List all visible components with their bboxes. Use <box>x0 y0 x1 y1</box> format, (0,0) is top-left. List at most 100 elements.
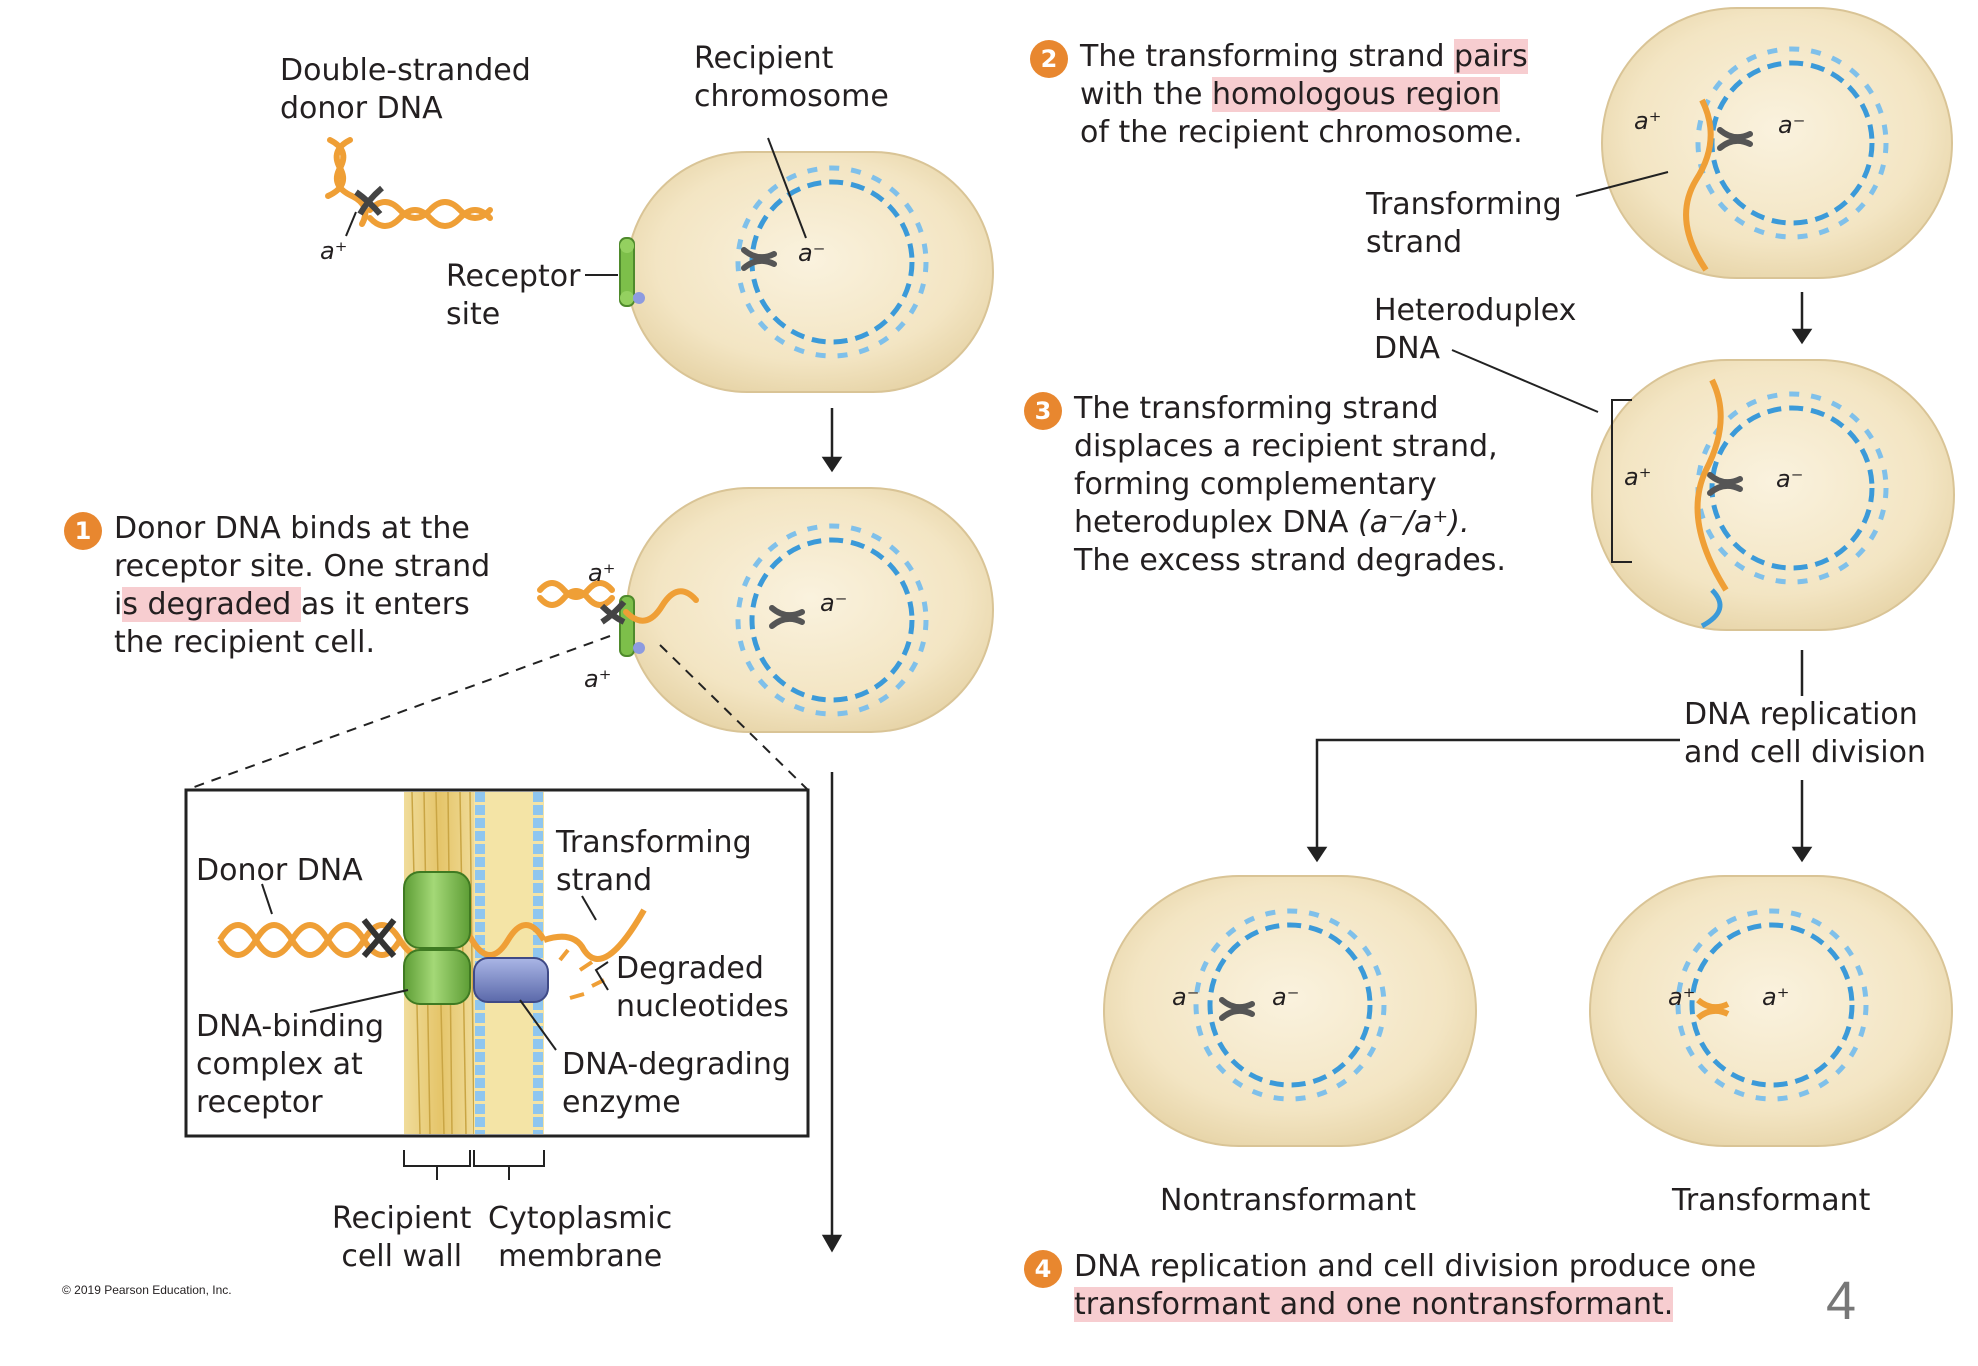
step-line: The excess strand degrades. <box>1074 543 1506 578</box>
label-line: site <box>446 297 501 332</box>
allele-a-minus-binding: a⁻ <box>820 589 848 617</box>
chromosome-transformant <box>1675 908 1869 1102</box>
inset-brackets <box>403 1150 545 1180</box>
step-fragment: The transforming strand <box>1080 39 1455 74</box>
step-line: The transforming strand pairs <box>1080 38 1528 76</box>
step-1-badge: 1 <box>64 512 102 550</box>
donor-allele-pointer <box>345 211 357 237</box>
step-highlight: homologous region <box>1211 77 1501 112</box>
label-line: Recipient <box>694 41 834 76</box>
gene-markers <box>741 127 1753 1021</box>
step-line: of the recipient chromosome. <box>1080 115 1523 150</box>
label-dna-replication: DNA replication and cell division <box>1684 696 1926 772</box>
step-4-text: DNA replication and cell division produc… <box>1074 1248 1756 1324</box>
label-recipient-cell-wall: Recipient cell wall <box>332 1200 471 1276</box>
step-line: receptor site. One strand <box>114 549 491 584</box>
inset-binding-complex-bottom <box>403 949 471 1005</box>
allele-a-plus-pairing: a⁺ <box>1634 107 1662 135</box>
cell-recipient-binding <box>626 487 994 733</box>
step-fragment: i <box>114 587 123 622</box>
inset-donor-dna <box>217 908 647 962</box>
step-line: is degraded as it enters <box>114 586 490 624</box>
label-dna-degrading-enzyme: DNA-degrading enzyme <box>562 1046 791 1122</box>
cell-nontransformant <box>1103 875 1477 1147</box>
step-line: forming complementary <box>1074 467 1437 502</box>
label-inset-transforming-strand: Transforming strand <box>556 824 752 900</box>
inset-gene-marker <box>361 918 397 958</box>
copyright: © 2019 Pearson Education, Inc. <box>62 1283 232 1297</box>
label-dna-binding-complex: DNA-binding complex at receptor <box>196 1008 384 1122</box>
chromosome-pointer <box>767 137 807 239</box>
entering-gene-marker <box>599 600 627 625</box>
heteroduplex-strand <box>1694 378 1729 592</box>
label-double-stranded-donor-dna: Double-stranded donor DNA <box>280 52 531 128</box>
step-fragment: as it enters <box>300 587 470 622</box>
cell-transformant <box>1589 875 1953 1147</box>
allele-a-plus-transformant-right: a⁺ <box>1762 983 1790 1011</box>
label-line: DNA-degrading <box>562 1047 791 1082</box>
label-degraded-nucleotides: Degraded nucleotides <box>616 950 789 1026</box>
step-2-text: The transforming strand pairs with the h… <box>1080 38 1528 152</box>
label-cytoplasmic-membrane: Cytoplasmic membrane <box>488 1200 672 1276</box>
step-highlight: s degraded <box>122 587 301 622</box>
label-line: enzyme <box>562 1085 681 1120</box>
allele-a-minus-pairing: a⁻ <box>1778 111 1806 139</box>
step-line: with the homologous region <box>1080 76 1528 114</box>
label-line: Transforming <box>556 825 752 860</box>
pairing-transforming-strand <box>1683 98 1714 272</box>
inset-panel <box>184 788 810 1180</box>
label-line: DNA replication <box>1684 697 1918 732</box>
label-donor-dna: Donor DNA <box>196 853 363 888</box>
step-line: transformant and one nontransformant. <box>1074 1286 1756 1324</box>
step-fragment: heteroduplex DNA <box>1074 505 1358 540</box>
label-line: and cell division <box>1684 735 1926 770</box>
step-line: Donor DNA binds at the <box>114 511 470 546</box>
allele-a-plus-entering-bottom: a⁺ <box>584 665 612 693</box>
allele-a-plus-heteroduplex: a⁺ <box>1624 463 1652 491</box>
inset-binding-complex-top <box>403 871 471 949</box>
label-line: nucleotides <box>616 989 789 1024</box>
label-line: Recipient <box>332 1201 472 1236</box>
step-4-badge: 4 <box>1024 1250 1062 1288</box>
donor-dna-entering <box>537 580 699 624</box>
label-line: Receptor <box>446 259 581 294</box>
label-line: membrane <box>498 1239 663 1274</box>
label-transformant: Transformant <box>1672 1183 1871 1218</box>
step-highlight: pairs <box>1454 39 1528 74</box>
step-line: The transforming strand <box>1074 391 1439 426</box>
allele-a-minus-heteroduplex: a⁻ <box>1776 465 1804 493</box>
cell-heteroduplex <box>1591 359 1955 631</box>
label-line: complex at <box>196 1047 363 1082</box>
allele-a-plus-transformant-left: a⁺ <box>1668 983 1696 1011</box>
step-3-text: The transforming strand displaces a reci… <box>1074 390 1506 580</box>
cell-recipient-top <box>626 151 994 393</box>
label-line: Double-stranded <box>280 53 531 88</box>
label-line: chromosome <box>694 79 889 114</box>
label-line: Heteroduplex <box>1374 293 1577 328</box>
label-line: strand <box>556 863 653 898</box>
right-pointers <box>1451 171 1669 563</box>
page-number: 4 <box>1826 1271 1857 1331</box>
step-2-badge: 2 <box>1030 40 1068 78</box>
label-nontransformant: Nontransformant <box>1160 1183 1417 1218</box>
label-line: strand <box>1366 225 1463 260</box>
label-recipient-chromosome: Recipient chromosome <box>694 40 889 116</box>
allele-a-minus-nontransformant-right: a⁻ <box>1272 983 1300 1011</box>
step-3-badge: 3 <box>1024 392 1062 430</box>
step-fragment: with the <box>1080 77 1212 112</box>
displaced-strand <box>1700 588 1723 629</box>
flow-arrows <box>821 292 1813 1253</box>
chromosome-binding <box>735 523 929 717</box>
label-line: Degraded <box>616 951 764 986</box>
allele-a-minus-top: a⁻ <box>798 239 826 267</box>
step-italic: (a⁻/a⁺). <box>1357 505 1470 540</box>
label-line: DNA-binding <box>196 1009 385 1044</box>
label-heteroduplex-dna: Heteroduplex DNA <box>1374 292 1576 368</box>
step-line: displaces a recipient strand, <box>1074 429 1498 464</box>
donor-gene-marker <box>354 185 384 216</box>
label-line: DNA <box>1374 331 1441 366</box>
chromosome-nontransformant <box>1193 908 1387 1102</box>
label-line: cell wall <box>341 1239 463 1274</box>
